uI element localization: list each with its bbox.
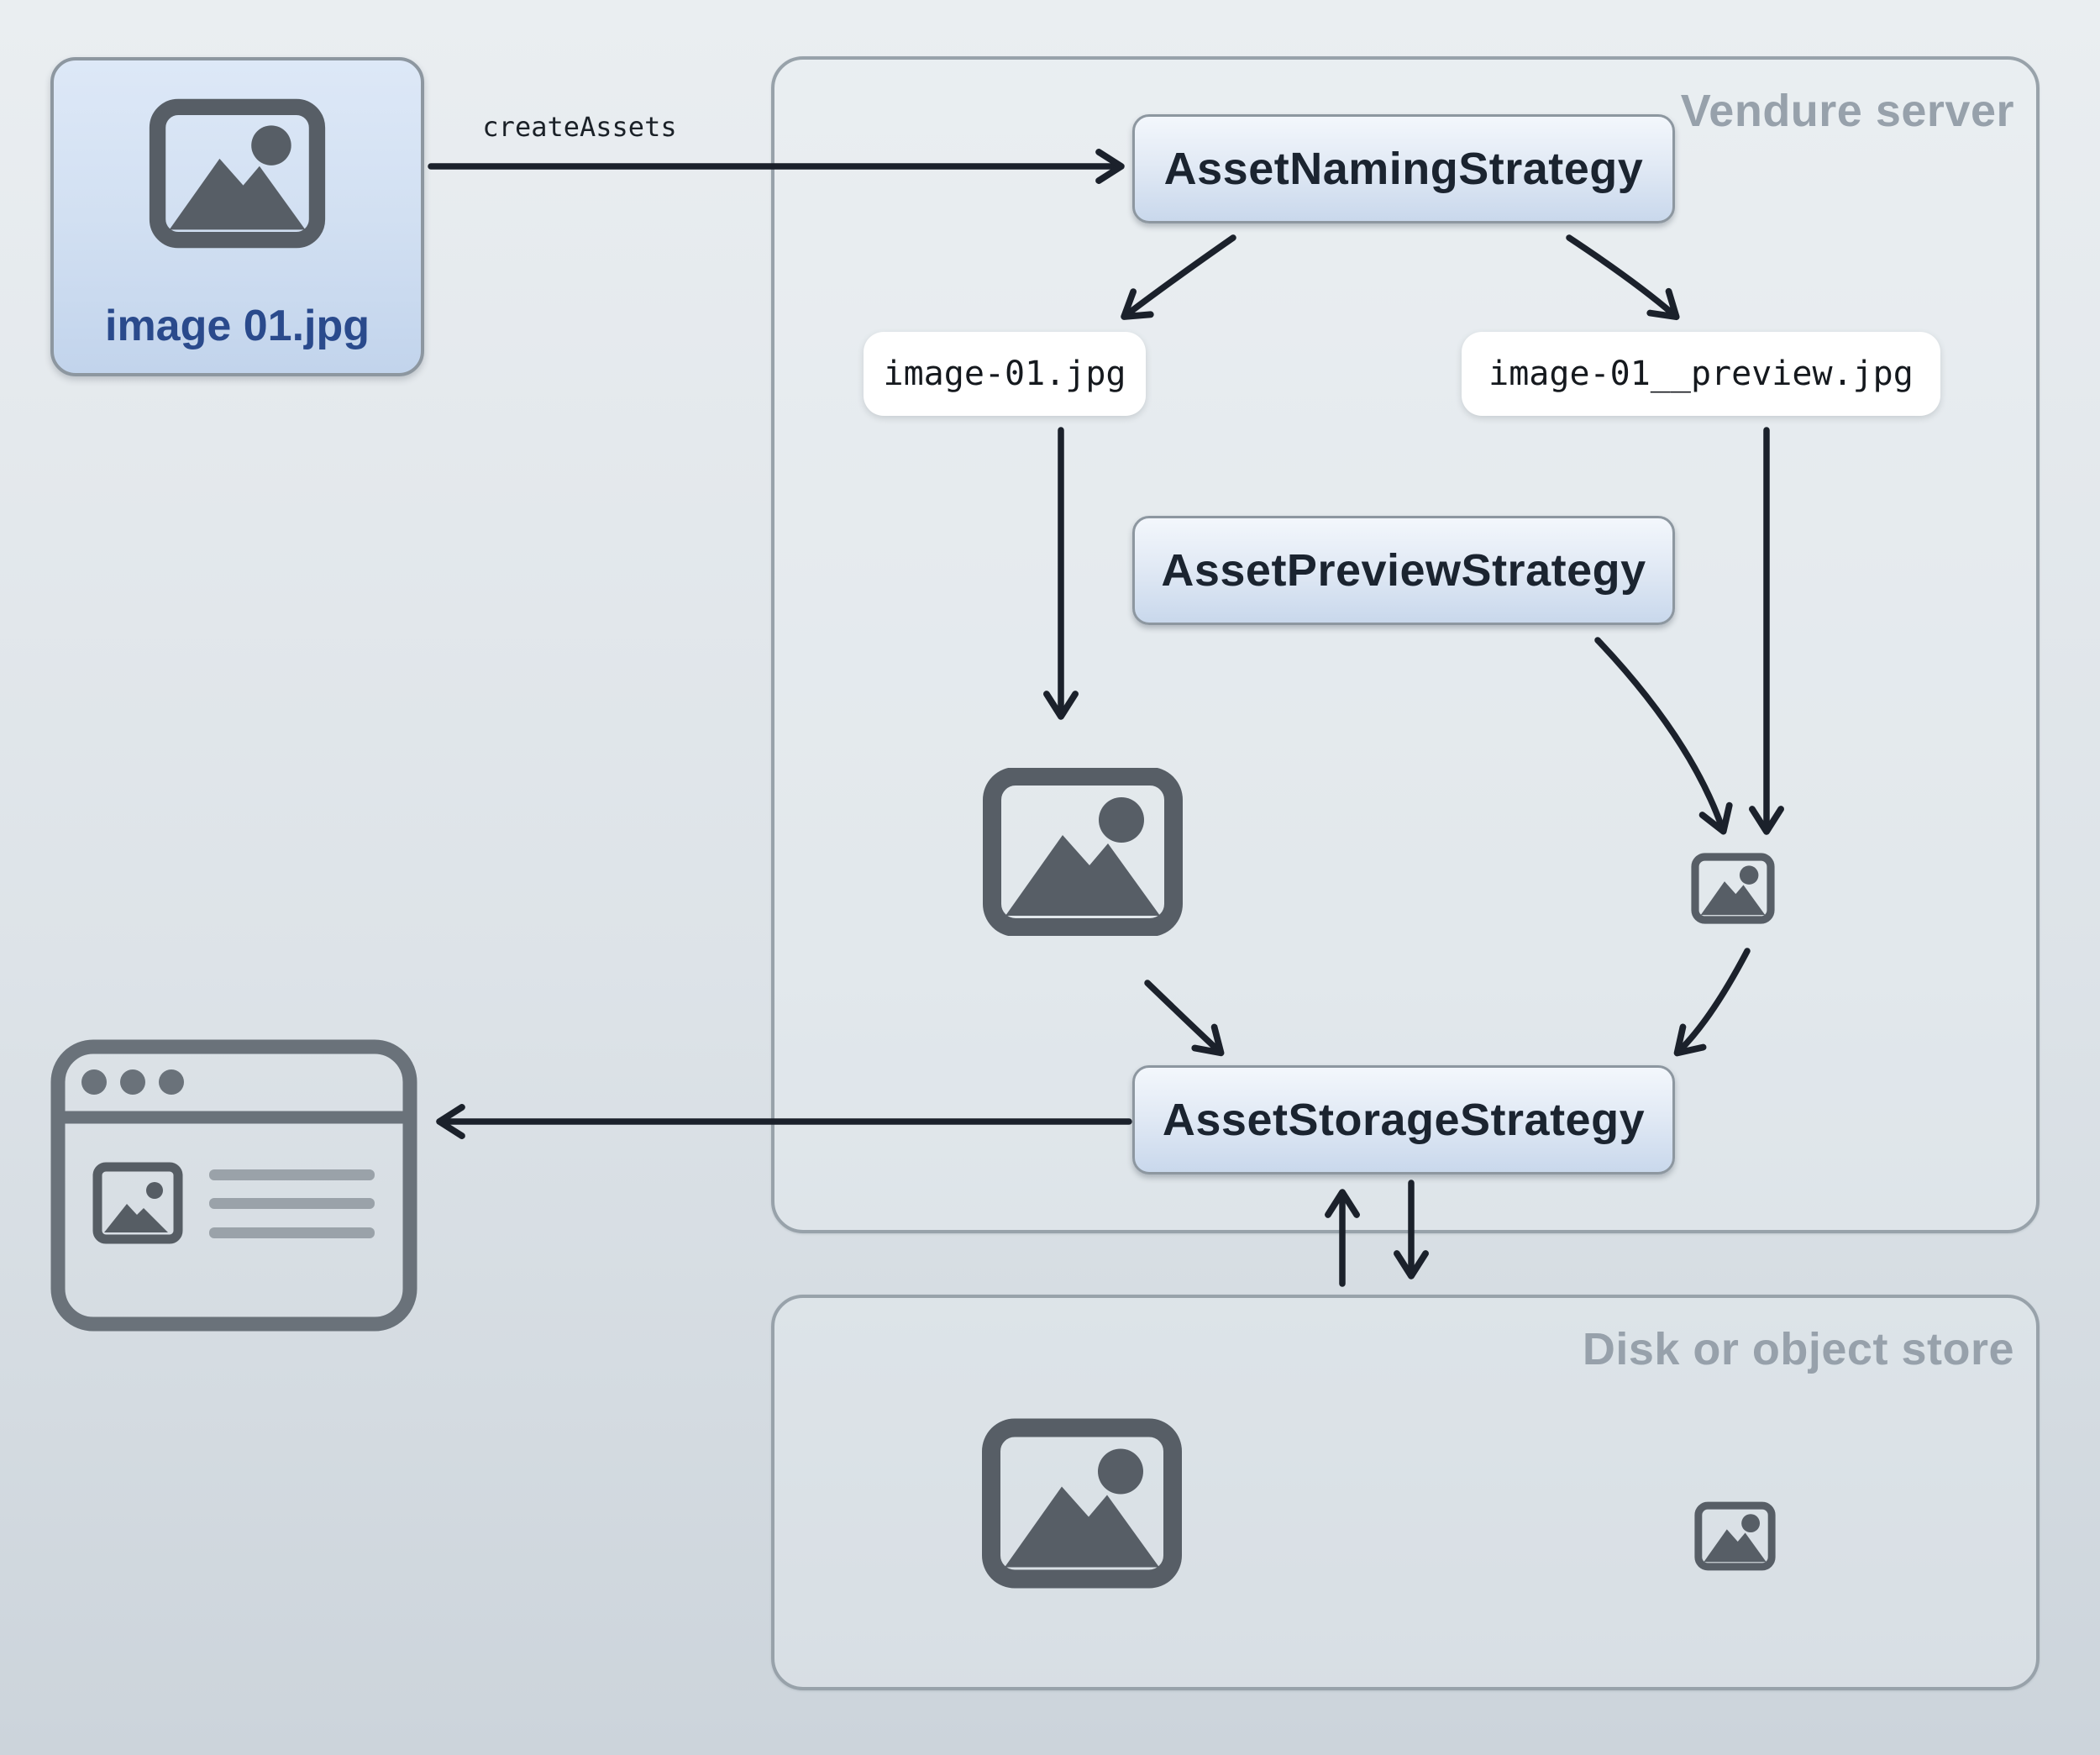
source-image-label: image 01.jpg: [105, 302, 370, 350]
disk-full-image-icon: [982, 1418, 1182, 1589]
asset-storage-strategy-node: AssetStorageStrategy: [1132, 1065, 1675, 1174]
image-icon: [149, 98, 326, 249]
vendure-server-container: Vendure server: [771, 56, 2040, 1233]
preview-image-icon: [1691, 853, 1775, 924]
full-image-icon: [983, 768, 1183, 936]
asset-storage-strategy-label: AssetStorageStrategy: [1162, 1095, 1646, 1145]
browser-window-icon: [50, 1039, 417, 1332]
filename-original-text: image-01.jpg: [883, 355, 1126, 393]
vendure-server-label: Vendure server: [1680, 86, 2014, 136]
disk-store-label: Disk or object store: [1582, 1324, 2014, 1374]
browser-thumbnail-image-icon: [92, 1162, 183, 1244]
browser-text-lines: [209, 1169, 375, 1238]
filename-preview-text: image-01__preview.jpg: [1488, 355, 1914, 393]
asset-preview-strategy-node: AssetPreviewStrategy: [1132, 516, 1675, 625]
asset-naming-strategy-node: AssetNamingStrategy: [1132, 114, 1675, 223]
filename-pill-preview: image-01__preview.jpg: [1462, 332, 1940, 416]
disk-store-container: Disk or object store: [771, 1295, 2040, 1690]
disk-preview-image-icon: [1694, 1501, 1776, 1571]
create-assets-label: createAssets: [482, 111, 677, 143]
asset-naming-strategy-label: AssetNamingStrategy: [1163, 144, 1644, 194]
source-image-card: image 01.jpg: [50, 57, 424, 376]
filename-pill-original: image-01.jpg: [864, 332, 1146, 416]
asset-preview-strategy-label: AssetPreviewStrategy: [1161, 545, 1646, 596]
